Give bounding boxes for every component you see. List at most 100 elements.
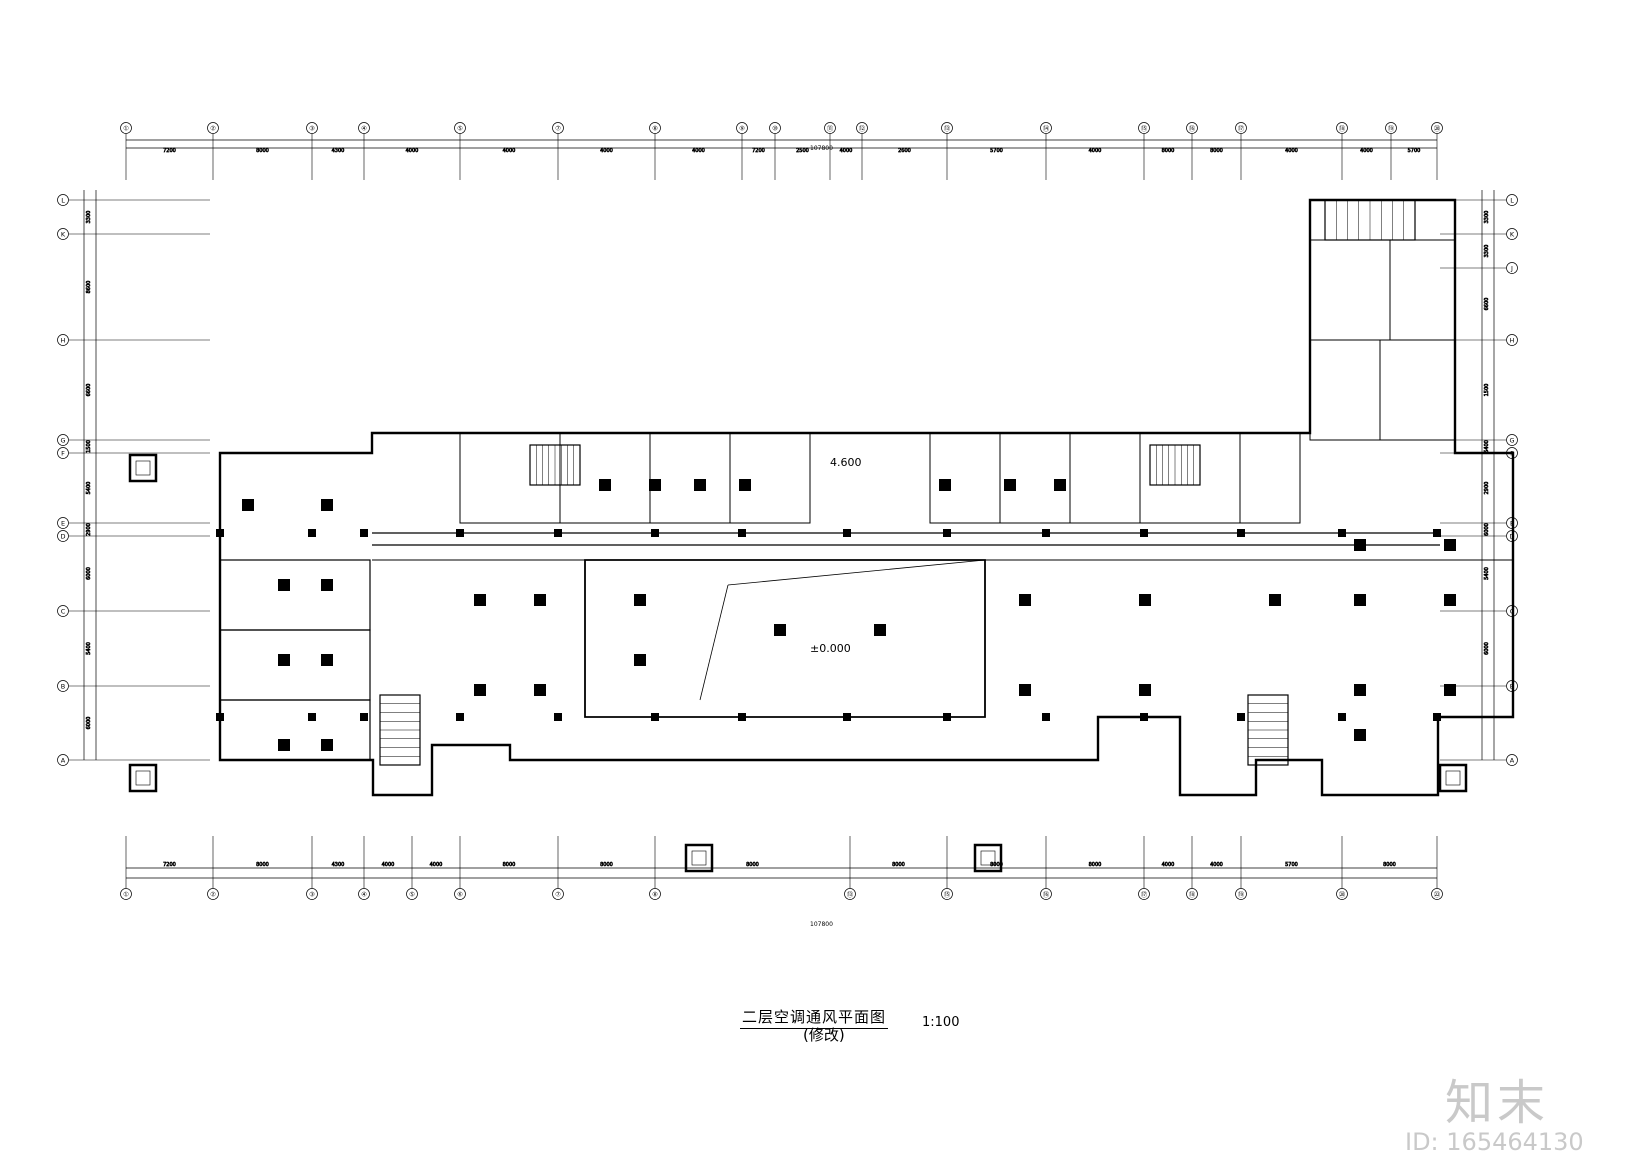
left-span-label: 6000	[86, 717, 92, 730]
structural-column	[1433, 713, 1441, 721]
bottom-span-label: 8000	[1383, 862, 1396, 868]
bottom-axis-bubble	[1235, 888, 1247, 900]
watermark-id: ID: 165464130	[1405, 1128, 1584, 1156]
left-axis-bubble	[57, 680, 69, 692]
top-span-label: 4000	[692, 148, 705, 154]
bottom-span-label: 8000	[892, 862, 905, 868]
right-span-label: 6000	[1484, 642, 1490, 655]
left-axis-bubble-label: E	[61, 520, 65, 528]
structural-column	[1237, 529, 1245, 537]
left-span-label: 8600	[86, 281, 92, 294]
fan-coil-unit	[1269, 594, 1281, 606]
bottom-span-label: 7200	[163, 862, 176, 868]
right-axis-bubble-label: A	[1510, 757, 1515, 765]
top-span-label: 4000	[840, 148, 853, 154]
right-span-label: 6000	[1484, 523, 1490, 536]
drawing-subtitle: (修改)	[803, 1026, 845, 1044]
bottom-span-label: 5700	[1285, 862, 1298, 868]
top-axis-bubble-label: ①	[123, 125, 129, 133]
top-axis-bubble	[736, 122, 748, 134]
top-axis-bubble	[1040, 122, 1052, 134]
top-axis-bubble	[824, 122, 836, 134]
top-axis-bubble-label: ⑧	[652, 125, 658, 133]
top-span-label: 4000	[1285, 148, 1298, 154]
overall-dimension-bottom: 107800	[810, 921, 833, 928]
core-room	[649, 432, 731, 524]
left-span-label: 6000	[86, 567, 92, 580]
atrium-edge	[699, 584, 729, 701]
top-axis-bubble	[1186, 122, 1198, 134]
right-axis-bubble	[1506, 434, 1518, 446]
structural-column	[1140, 713, 1148, 721]
top-axis-bubble	[1431, 122, 1443, 134]
fan-coil-unit	[321, 499, 333, 511]
top-axis-bubble-label: ⑱	[1339, 125, 1346, 133]
bottom-span-label: 8000	[990, 862, 1003, 868]
atrium-outline	[584, 559, 986, 718]
bottom-span-label: 4000	[382, 862, 395, 868]
bottom-span-label: 8000	[256, 862, 269, 868]
stair	[1149, 444, 1201, 486]
structural-column	[1042, 713, 1050, 721]
bottom-axis-bubble	[1431, 888, 1443, 900]
left-axis-bubble	[57, 605, 69, 617]
overall-dimension-top: 107800	[810, 145, 833, 152]
left-axis-bubble	[57, 194, 69, 206]
structural-column	[456, 713, 464, 721]
bottom-axis-bubble	[552, 888, 564, 900]
left-axis-bubble	[57, 447, 69, 459]
building-outline	[218, 198, 1515, 797]
column-inner	[980, 850, 996, 866]
fan-coil-unit	[534, 684, 546, 696]
structural-column	[554, 713, 562, 721]
top-axis-bubble	[454, 122, 466, 134]
bottom-axis-bubble-label: ⑱	[1189, 891, 1196, 899]
watermark-logo: 知末	[1445, 1075, 1550, 1131]
fan-coil-unit	[474, 594, 486, 606]
top-axis-bubble	[120, 122, 132, 134]
structural-column	[1338, 529, 1346, 537]
right-axis-bubble	[1506, 262, 1518, 274]
right-span-label: 3300	[1484, 245, 1490, 258]
structural-column	[943, 529, 951, 537]
structural-column	[1042, 529, 1050, 537]
bottom-axis-bubble	[1138, 888, 1150, 900]
top-axis-bubble	[358, 122, 370, 134]
left-span-label: 3300	[86, 211, 92, 224]
structural-column	[651, 529, 659, 537]
top-axis-bubble-label: ⑰	[1238, 125, 1245, 133]
detached-column	[973, 843, 1003, 873]
fan-coil-unit	[939, 479, 951, 491]
bottom-axis-bubble	[941, 888, 953, 900]
left-span-label: 1500	[86, 440, 92, 453]
bottom-axis-bubble	[1040, 888, 1052, 900]
drawing-title: 二层空调通风平面图	[740, 1006, 889, 1029]
structural-column	[1433, 529, 1441, 537]
top-axis-bubble-label: ④	[361, 125, 367, 133]
top-span-label: 4000	[503, 148, 516, 154]
top-axis-bubble-label: ⑨	[739, 125, 745, 133]
bottom-span-label: 8000	[503, 862, 516, 868]
stair	[379, 694, 421, 766]
bottom-axis-bubble-label: ①	[123, 891, 129, 899]
fan-coil-unit	[474, 684, 486, 696]
right-axis-bubble	[1506, 754, 1518, 766]
fan-coil-unit	[534, 594, 546, 606]
top-axis-bubble-label: ②	[210, 125, 216, 133]
left-axis-bubble-label: C	[61, 608, 66, 616]
bottom-axis-bubble	[120, 888, 132, 900]
top-span-label: 8000	[256, 148, 269, 154]
core-room	[929, 432, 1001, 524]
fan-coil-unit	[1019, 594, 1031, 606]
detached-column	[684, 843, 714, 873]
drawing-scale: 1:100	[922, 1015, 960, 1030]
core-room	[1069, 432, 1141, 524]
fan-coil-unit	[321, 654, 333, 666]
bottom-axis-bubble-label: ⑮	[944, 891, 951, 899]
top-span-label: 4000	[1360, 148, 1373, 154]
right-axis-bubble-label: K	[1510, 231, 1515, 239]
top-axis-bubble-label: ⑩	[772, 125, 778, 133]
left-axis-bubble-label: D	[60, 533, 65, 541]
